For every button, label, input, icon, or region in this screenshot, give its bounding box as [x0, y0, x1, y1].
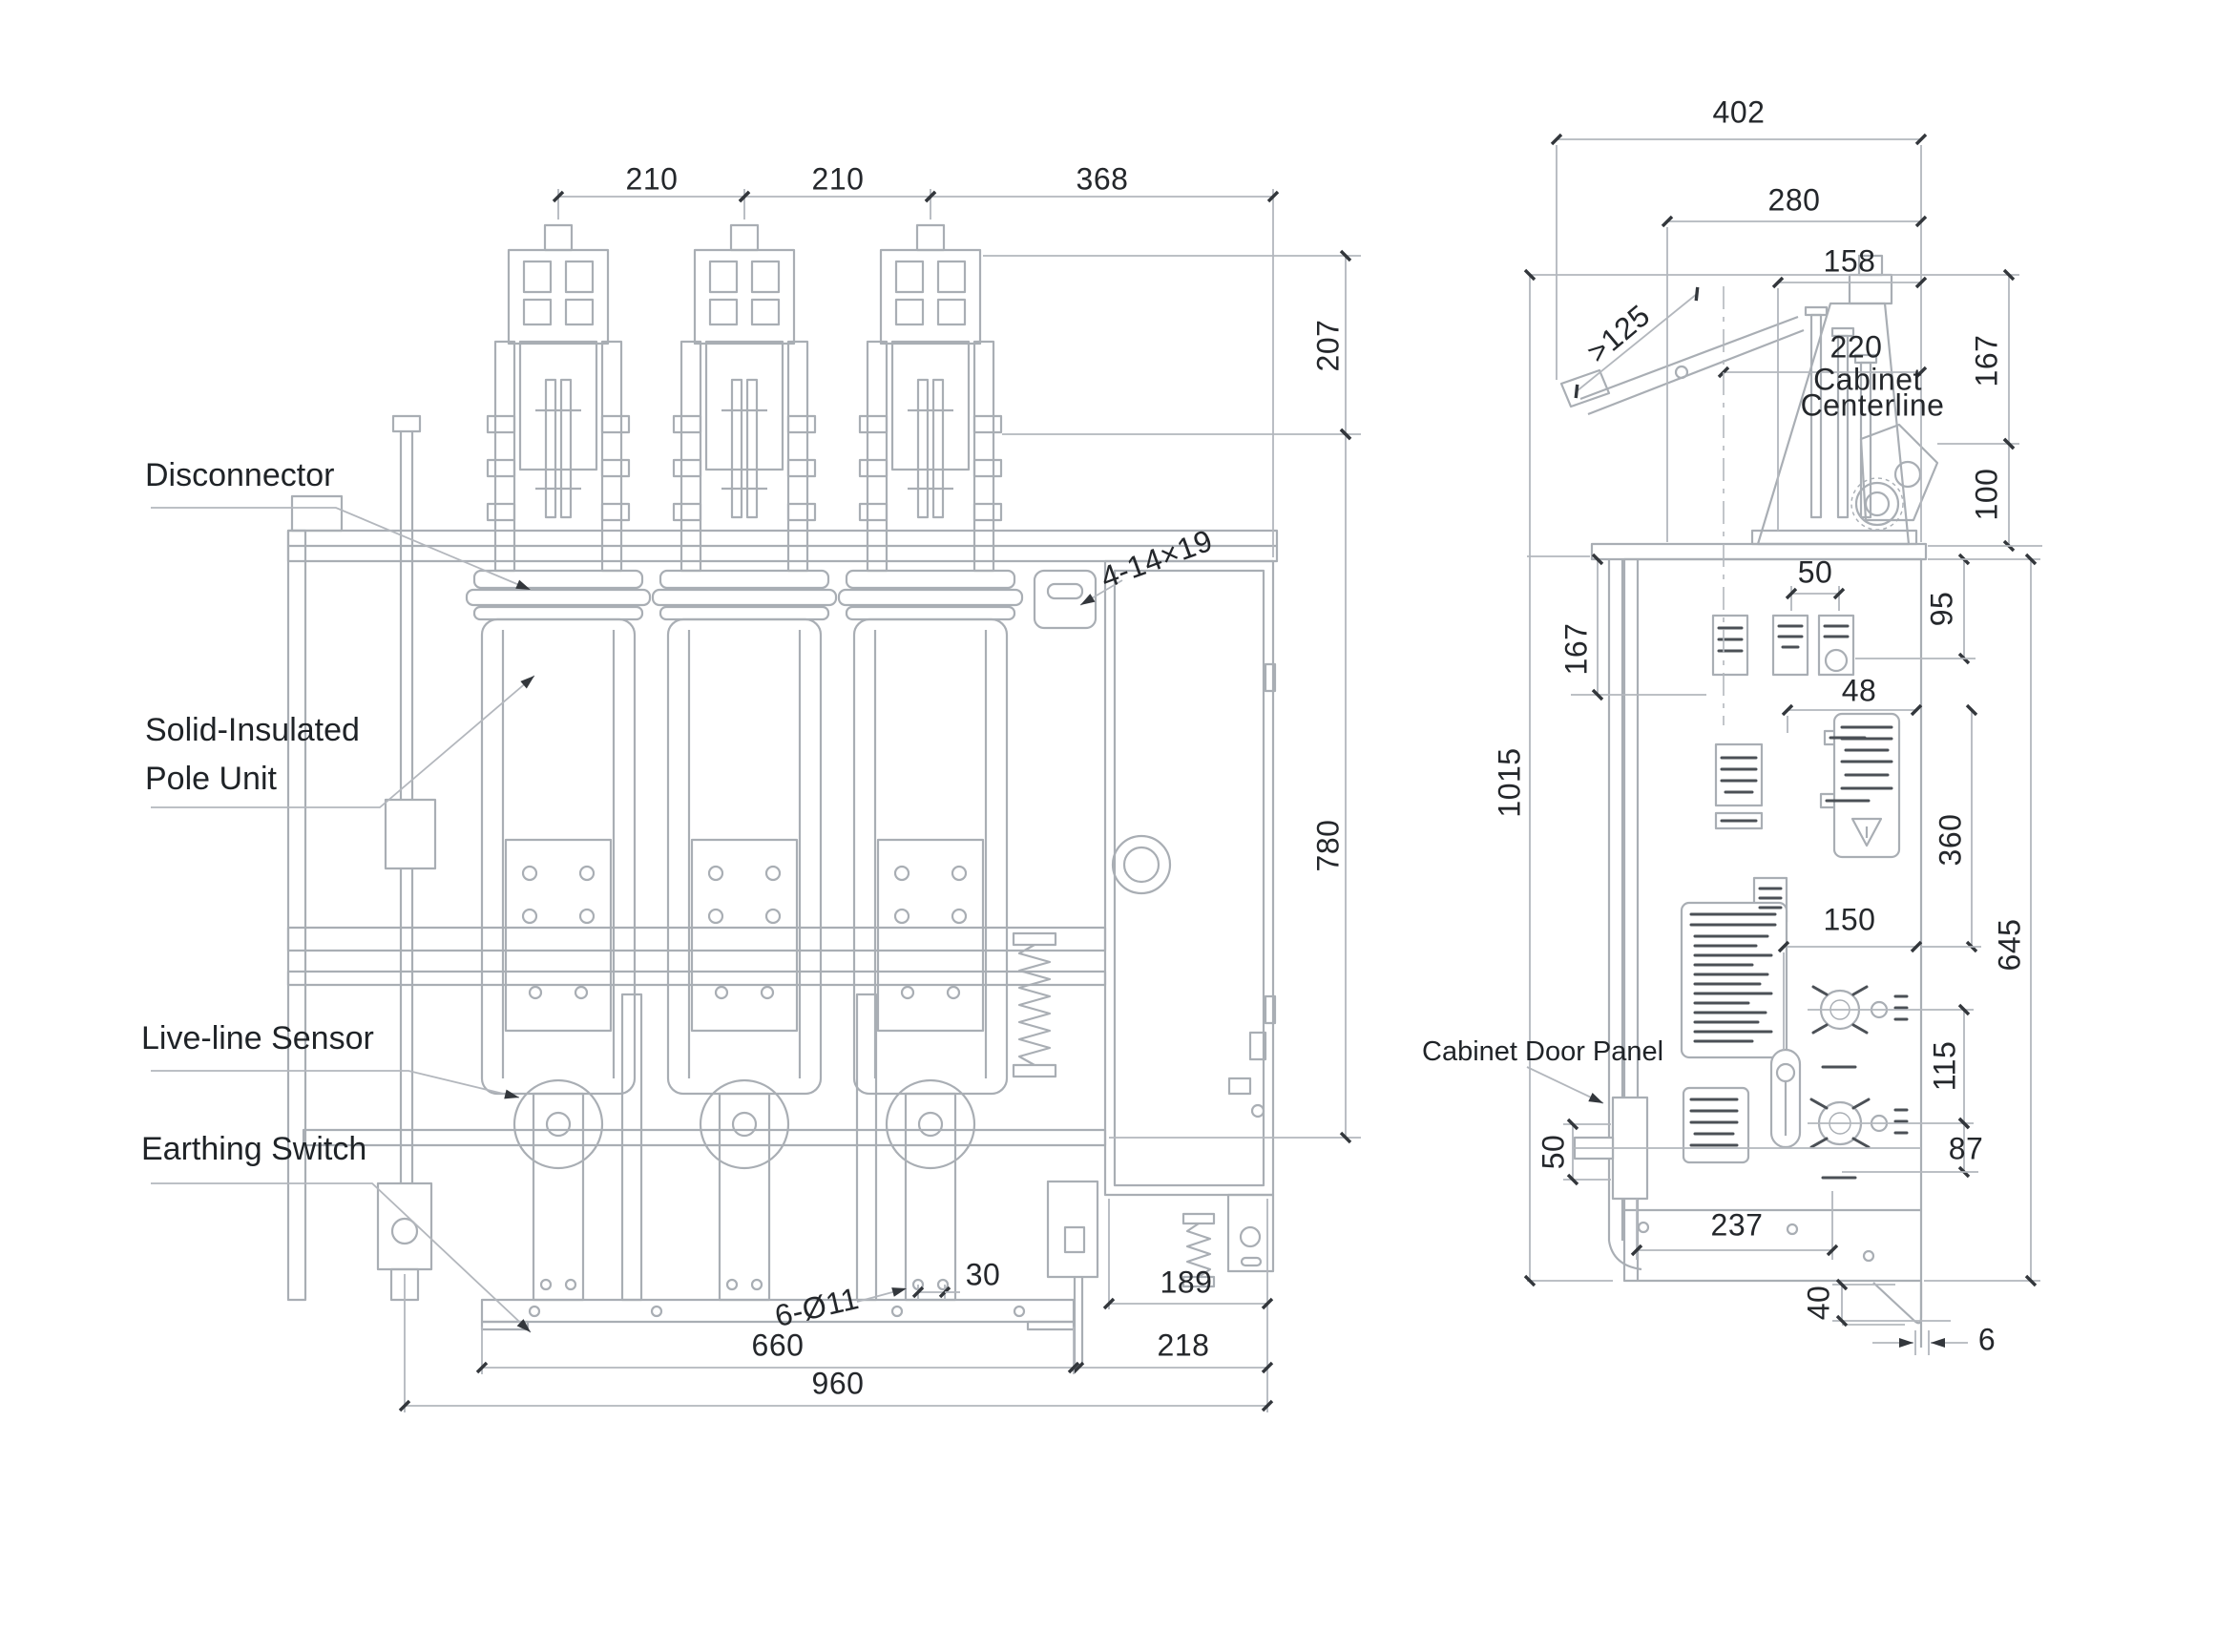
dim-pole-pitch-left: 210	[625, 161, 679, 197]
dim-frame-height: 780	[1310, 819, 1346, 872]
dim-panel-height: 645	[1992, 918, 2027, 972]
dim-front-depth: 158	[1823, 243, 1876, 279]
front-view-dimensions	[398, 189, 1361, 1412]
label-pole-unit-line2: Pole Unit	[145, 761, 277, 797]
dim-overall-height: 1015	[1492, 747, 1527, 818]
dim-knob-bottom: 87	[1948, 1131, 1984, 1166]
dim-upper-depth: 280	[1767, 182, 1821, 218]
label-cabinet-centerline-line2: Centerline	[1800, 387, 1945, 423]
dim-foot-height: 40	[1801, 1285, 1836, 1321]
dim-mech-to-top: 100	[1969, 468, 2004, 521]
dim-base-width: 660	[751, 1328, 805, 1363]
dim-centerline-to-front: 220	[1829, 329, 1883, 365]
dim-indicator-spacing: 50	[1797, 554, 1833, 590]
dim-foot-hole-offset: 30	[965, 1257, 1001, 1292]
dim-top-margin: 95	[1924, 591, 1959, 627]
dim-knob-offset: 150	[1823, 902, 1876, 937]
dim-pole-to-frame: 368	[1076, 161, 1129, 197]
label-cabinet-door-panel: Cabinet Door Panel	[1422, 1036, 1664, 1067]
dim-base-depth: 237	[1710, 1207, 1764, 1243]
front-view-leaders	[151, 507, 1123, 1333]
dim-panel-top: 167	[1558, 622, 1594, 676]
dim-overall-width: 960	[811, 1366, 865, 1401]
front-view-structure	[286, 223, 1279, 1365]
dim-knob-spacing: 115	[1927, 1040, 1962, 1092]
label-cabinet-centerline-line1: Cabinet	[1813, 362, 1922, 397]
dim-overall-depth: 402	[1712, 94, 1766, 130]
label-pole-unit-line1: Solid-Insulated	[145, 712, 360, 748]
dim-upper-height: 207	[1310, 319, 1346, 372]
dim-door-thickness: 6	[1977, 1322, 1997, 1357]
dim-panel-mid: 360	[1933, 813, 1968, 867]
dim-box-overall: 218	[1157, 1328, 1210, 1363]
label-live-line-sensor: Live-line Sensor	[141, 1020, 374, 1056]
side-view-dimensions	[1523, 133, 2042, 1355]
panel-label-text-blocks	[1689, 624, 1909, 1180]
dim-label-offset: 48	[1841, 673, 1877, 708]
dim-handle-standoff: 50	[1536, 1134, 1571, 1170]
label-disconnector: Disconnector	[145, 457, 335, 493]
dim-pole-pitch-right: 210	[811, 161, 865, 197]
dim-box-depth: 189	[1160, 1265, 1213, 1300]
label-earthing-switch: Earthing Switch	[141, 1131, 367, 1167]
dim-mech-height: 167	[1969, 334, 2004, 387]
